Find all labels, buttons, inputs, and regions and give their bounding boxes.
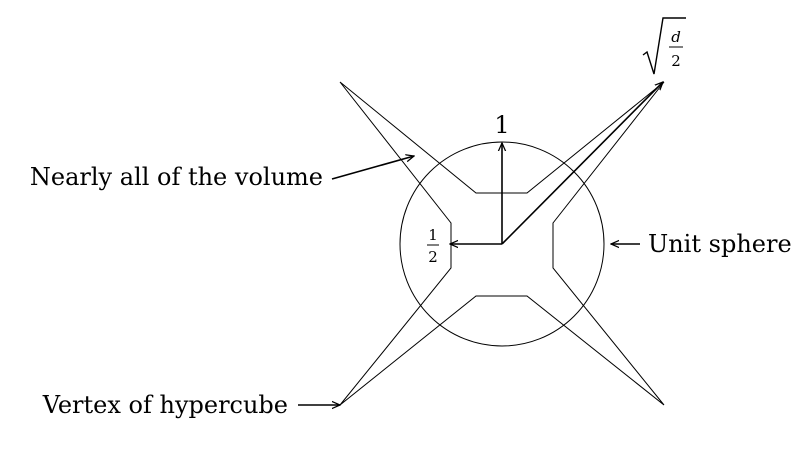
hypercube-outline (339, 81, 665, 406)
sqrt-denominator: 2 (671, 52, 681, 70)
unit-sphere-circle (399, 141, 605, 347)
sqrt-numerator: d (671, 28, 681, 46)
half-numerator: 1 (428, 226, 438, 244)
half-denominator: 2 (428, 248, 438, 266)
half-fraction: 1 2 (427, 226, 439, 266)
volume-label: Nearly all of the volume (30, 163, 323, 191)
radius-one-label: 1 (494, 111, 509, 139)
sqrt-d-over-2-label: d 2 (642, 17, 686, 75)
radical-sign (642, 17, 686, 75)
sqrt-d-over-2-arrow (501, 82, 663, 245)
vertex-label: Vertex of hypercube (42, 391, 288, 419)
volume-pointer-arrow (331, 156, 414, 180)
unit-sphere-label: Unit sphere (648, 230, 792, 258)
